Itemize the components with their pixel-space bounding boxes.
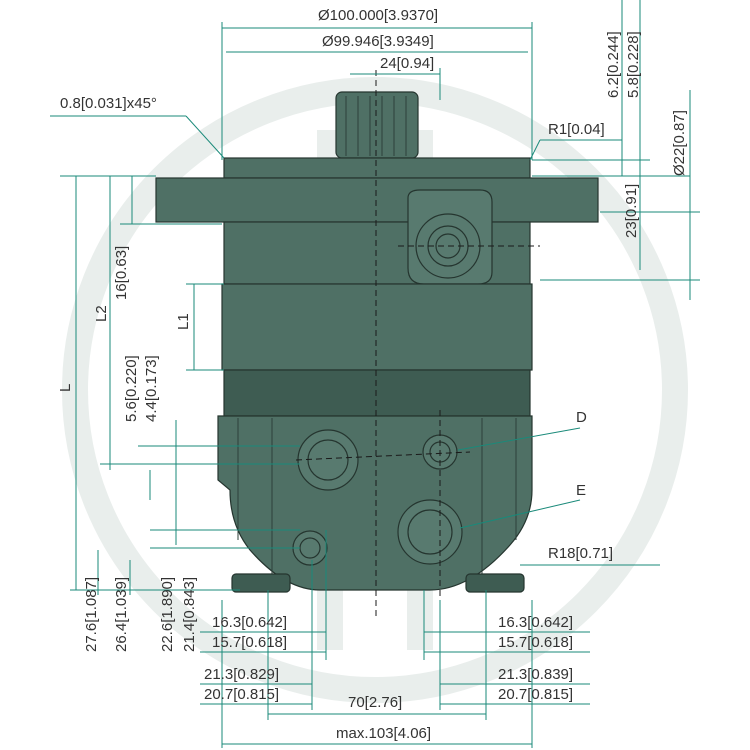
port-block xyxy=(217,415,533,591)
dim-radius-18: R18[0.71] xyxy=(548,545,613,562)
dim-label-l: L xyxy=(57,384,74,392)
dim-height-23: 23[0.91] xyxy=(623,184,640,238)
dim-chamfer: 0.8[0.031]x45° xyxy=(60,95,157,112)
dim-right-163: 16.3[0.642] xyxy=(498,614,573,631)
dim-width-max: max.103[4.06] xyxy=(336,725,431,742)
dim-height-44: 4.4[0.173] xyxy=(143,355,160,422)
dimension-labels: Ø100.000[3.9370] Ø99.946[3.9349] 24[0.94… xyxy=(57,7,688,742)
pilot-collar xyxy=(223,157,531,179)
dim-left-163: 16.3[0.642] xyxy=(212,614,287,631)
dim-left-157: 15.7[0.618] xyxy=(212,634,287,651)
dimension-lines xyxy=(50,0,700,748)
dim-left-213: 21.3[0.829] xyxy=(204,666,279,683)
center-lines xyxy=(295,70,540,620)
dim-right-157: 15.7[0.618] xyxy=(498,634,573,651)
bolt-head-left xyxy=(231,573,291,593)
dim-right-213: 21.3[0.839] xyxy=(498,666,573,683)
port-a xyxy=(297,429,359,491)
drain-port xyxy=(407,189,493,285)
dim-shaft-width: 24[0.94] xyxy=(380,55,434,72)
mounting-flange xyxy=(155,177,599,223)
dim-height-16: 16[0.63] xyxy=(113,246,130,300)
bolt-head-right xyxy=(465,573,525,593)
dim-diameter-22: Ø22[0.87] xyxy=(671,110,688,176)
dim-diameter-inner: Ø99.946[3.9349] xyxy=(322,33,434,50)
dim-height-56: 5.6[0.220] xyxy=(123,355,140,422)
dim-label-d: D xyxy=(576,409,587,426)
dim-label-l2: L2 xyxy=(93,305,110,322)
dim-width-70: 70[2.76] xyxy=(348,694,402,711)
port-small-left xyxy=(292,530,328,566)
dim-height-226: 22.6[1.890] xyxy=(159,577,176,652)
dim-radius-top: R1[0.04] xyxy=(548,121,605,138)
dim-label-l1: L1 xyxy=(175,313,192,330)
dim-height-276: 27.6[1.087] xyxy=(83,577,100,652)
dim-diameter-outer: Ø100.000[3.9370] xyxy=(318,7,438,24)
middle-housing xyxy=(221,283,533,371)
motor-body xyxy=(155,91,599,593)
dim-height-58: 5.8[0.228] xyxy=(625,31,642,98)
gerotor-section xyxy=(223,369,531,417)
dim-height-264: 26.4[1.039] xyxy=(113,577,130,652)
dim-height-62: 6.2[0.244] xyxy=(605,31,622,98)
dim-label-e: E xyxy=(576,482,586,499)
dim-height-214: 21.4[0.843] xyxy=(181,577,198,652)
port-e xyxy=(397,499,463,565)
dim-left-207: 20.7[0.815] xyxy=(204,686,279,703)
dim-right-207: 20.7[0.815] xyxy=(498,686,573,703)
splined-shaft xyxy=(335,91,419,159)
